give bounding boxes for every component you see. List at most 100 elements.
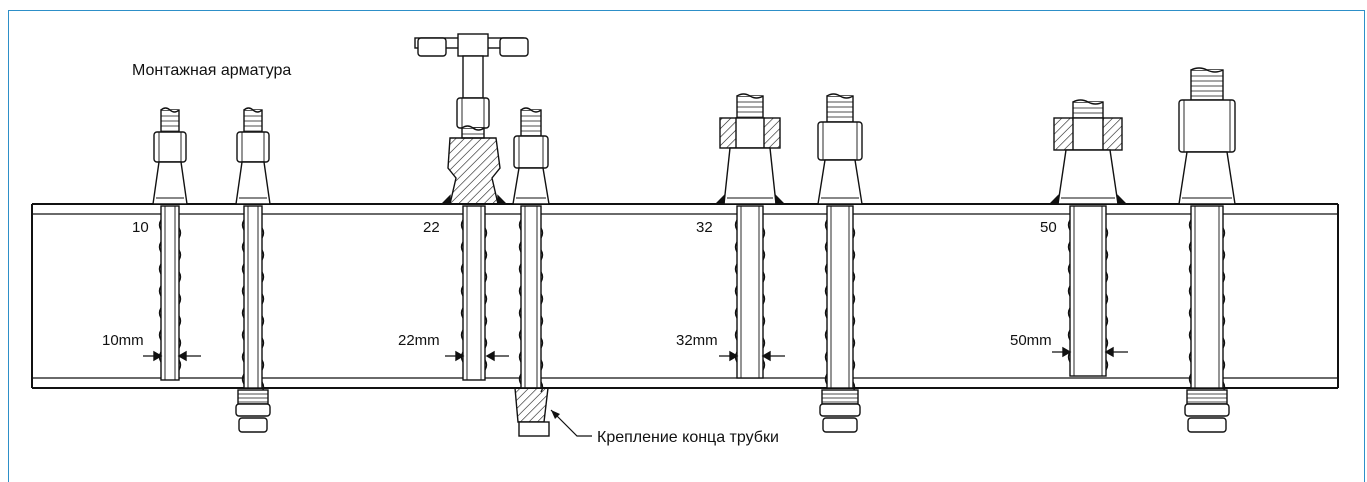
probe-ridge-right [1105,337,1109,349]
dim-arrow-right-head [761,350,771,362]
probe-ridge-left [824,329,828,341]
probe-ridge-right [1222,271,1226,283]
fitting-base [1057,149,1119,205]
tube-end-cap [518,421,550,437]
probe-ridge-right [1222,293,1226,305]
probe-ridge-right [1105,315,1109,327]
probe-22-tube-end [512,107,550,437]
width-label-32mm: 32mm [676,332,718,349]
bottom-cap [822,417,858,433]
probe-ridge-right [762,315,766,327]
probe-ridge-right [178,249,182,261]
mounting-fitting-label: Монтажная арматура [132,62,291,79]
collar-core [735,117,765,149]
weld-bead [1117,194,1128,205]
probe-ridge-left [518,373,522,385]
hex-nut [817,121,863,161]
probe-ridge-right [852,227,856,239]
probe-ridge-left [460,307,464,319]
probe-ridge-right [762,271,766,283]
probe-ridge-left [518,285,522,297]
probe-ridge-left [824,285,828,297]
probe-ridge-left [158,307,162,319]
probe-10-through [235,107,271,433]
probe-ridge-left [518,241,522,253]
width-label-22mm: 22mm [398,332,440,349]
probe-ridge-right [484,293,488,305]
probe-ridge-left [158,285,162,297]
stem-break [243,107,263,113]
probe-ridge-left [158,241,162,253]
probe-rod [160,205,180,381]
crossbar-hub [457,33,489,57]
probe-ridge-right [540,293,544,305]
bottom-fitting-neck [1184,403,1230,417]
probe-ridge-left [1067,329,1071,341]
collar-core [1072,117,1104,151]
threaded-stem [1190,69,1224,101]
probe-ridge-right [484,315,488,327]
tube-end-leader [550,409,592,437]
probe-ridge-right [484,271,488,283]
stem-break [520,107,542,113]
probe-ridge-right [1105,249,1109,261]
probe-ridge-right [178,315,182,327]
probe-ridge-right [762,337,766,349]
probe-ridge-left [1188,351,1192,363]
probe-ridge-right [1222,227,1226,239]
probe-ridge-right [762,359,766,371]
probe-ridge-left [1067,307,1071,319]
probe-ridge-right [261,315,265,327]
probe-ridge-right [261,337,265,349]
probe-ridge-right [178,293,182,305]
probe-ridge-right [1105,293,1109,305]
probe-ridge-right [1222,315,1226,327]
stem-break [826,93,854,99]
probe-ridge-right [261,359,265,371]
probe-ridge-left [734,219,738,231]
probe-ridge-left [734,285,738,297]
probe-ridge-left [824,351,828,363]
probe-ridge-left [1067,241,1071,253]
probe-ridge-right [1222,249,1226,261]
weld-bead [440,194,451,205]
probe-ridge-right [1105,359,1109,371]
probe-50-through [1178,67,1236,433]
probe-ridge-right [540,271,544,283]
probe-ridge-left [460,219,464,231]
hex-nut [1178,99,1236,153]
probe-ridge-left [734,329,738,341]
probe-ridge-left [158,219,162,231]
tube-end-hatched [514,387,549,423]
dim-arrow-left-head [1062,346,1072,358]
stem-break [461,125,485,131]
tube-end-fastening-label: Крепление конца трубки [597,429,779,446]
fitting-base [817,159,863,205]
probes-layer [143,33,1236,437]
probe-50-hatched [1048,99,1128,377]
probe-ridge-left [241,285,245,297]
probe-ridge-left [1067,263,1071,275]
fitting-base [235,161,271,205]
probe-ridge-right [540,337,544,349]
weld-bead [1048,194,1059,205]
width-label-50mm: 50mm [1010,332,1052,349]
probe-ridge-right [1222,337,1226,349]
probe-rod [1190,205,1224,389]
probe-ridge-right [540,315,544,327]
probe-ridge-left [460,263,464,275]
probe-ridge-left [241,307,245,319]
dim-arrow-right-head [485,350,495,362]
probe-ridge-right [261,227,265,239]
size-label-50: 50 [1040,219,1057,236]
probe-ridge-left [241,241,245,253]
probe-rod [462,205,486,381]
probe-ridge-left [1188,219,1192,231]
probe-ridge-left [158,263,162,275]
probe-ridge-left [241,263,245,275]
crossbar-nut-left [417,37,447,57]
fitting-base [1178,151,1236,205]
probe-ridge-right [1105,271,1109,283]
probe-ridge-right [261,249,265,261]
